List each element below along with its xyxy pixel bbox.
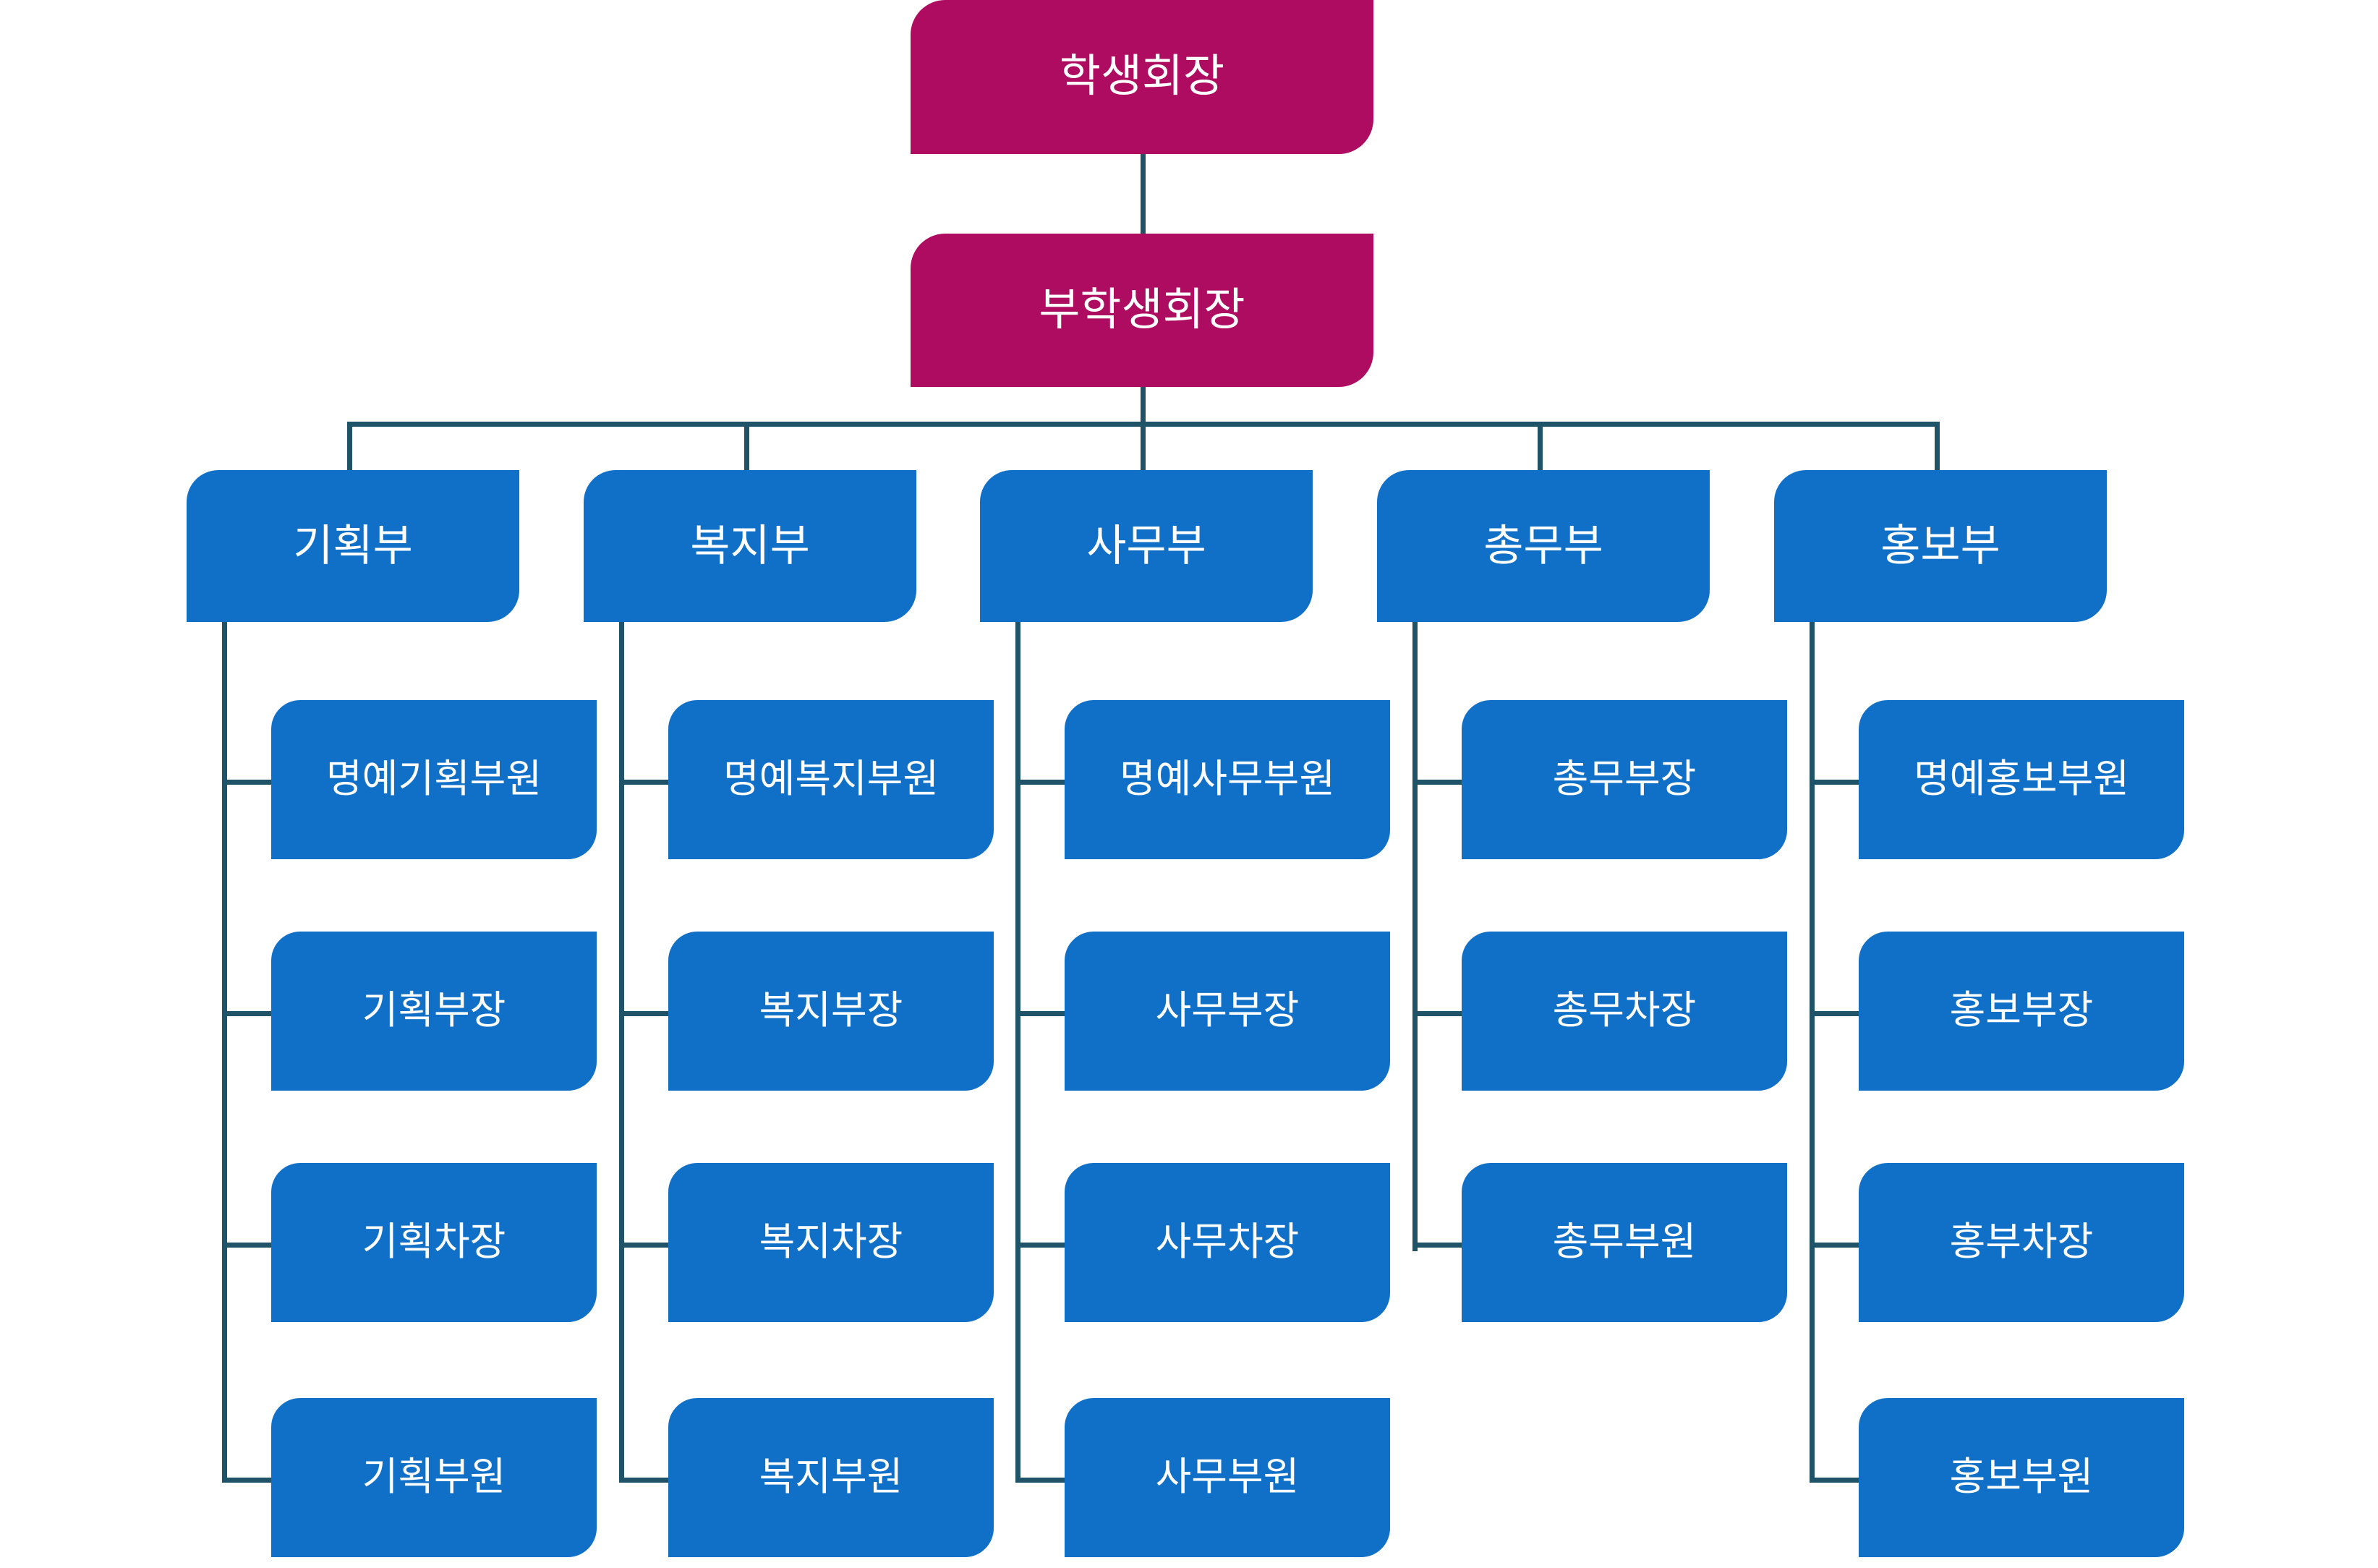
node-president[interactable]: 학생회장 (911, 0, 1373, 154)
node-department-사무부[interactable]: 사무부 (980, 470, 1313, 622)
connector-branch-1-3 (619, 1478, 668, 1483)
connector-branch-3-1 (1412, 1011, 1462, 1016)
connector-branch-2-3 (1015, 1478, 1065, 1483)
connector-branch-0-2 (222, 1243, 271, 1248)
node-role-사무부장[interactable]: 사무부장 (1065, 932, 1390, 1091)
node-role-홍보부원[interactable]: 홍보부원 (1859, 1398, 2184, 1557)
connector-bus-drop-2 (1141, 422, 1146, 470)
node-role-기획부장[interactable]: 기획부장 (271, 932, 597, 1091)
node-department-기획부[interactable]: 기획부 (187, 470, 519, 622)
connector-branch-3-0 (1412, 780, 1462, 785)
node-role-기획부원[interactable]: 기획부원 (271, 1398, 597, 1557)
connector-vice-stem (1141, 387, 1146, 425)
connector-bus-drop-0 (347, 422, 352, 470)
node-role-총무부원[interactable]: 총무부원 (1462, 1163, 1787, 1322)
connector-branch-0-3 (222, 1478, 271, 1483)
node-vice-president[interactable]: 부학생회장 (911, 234, 1373, 387)
connector-spine-0 (222, 622, 227, 1483)
node-role-총무부장[interactable]: 총무부장 (1462, 700, 1787, 859)
node-role-복지차장[interactable]: 복지차장 (668, 1163, 994, 1322)
node-role-명예사무부원[interactable]: 명예사무부원 (1065, 700, 1390, 859)
node-department-총무부[interactable]: 총무부 (1377, 470, 1710, 622)
connector-spine-4 (1810, 622, 1815, 1483)
node-role-명예홍보부원[interactable]: 명예홍보부원 (1859, 700, 2184, 859)
connector-branch-3-2 (1412, 1243, 1462, 1248)
connector-bus-drop-3 (1538, 422, 1543, 470)
node-role-복지부장[interactable]: 복지부장 (668, 932, 994, 1091)
connector-president-to-vice (1141, 154, 1146, 234)
connector-bus-drop-1 (744, 422, 749, 470)
connector-spine-2 (1015, 622, 1020, 1483)
connector-branch-1-2 (619, 1243, 668, 1248)
connector-branch-4-1 (1810, 1011, 1859, 1016)
node-role-명예기획부원[interactable]: 명예기획부원 (271, 700, 597, 859)
node-department-홍보부[interactable]: 홍보부 (1774, 470, 2107, 622)
connector-branch-0-0 (222, 780, 271, 785)
connector-branch-4-2 (1810, 1243, 1859, 1248)
connector-branch-2-2 (1015, 1243, 1065, 1248)
node-role-총무차장[interactable]: 총무차장 (1462, 932, 1787, 1091)
connector-branch-2-1 (1015, 1011, 1065, 1016)
connector-branch-4-0 (1810, 780, 1859, 785)
connector-branch-1-0 (619, 780, 668, 785)
connector-branch-0-1 (222, 1011, 271, 1016)
connector-spine-1 (619, 622, 624, 1483)
node-role-복지부원[interactable]: 복지부원 (668, 1398, 994, 1557)
connector-branch-1-1 (619, 1011, 668, 1016)
connector-branch-4-3 (1810, 1478, 1859, 1483)
node-role-명예복지부원[interactable]: 명예복지부원 (668, 700, 994, 859)
connector-branch-2-0 (1015, 780, 1065, 785)
connector-spine-3 (1412, 622, 1418, 1251)
node-role-기획차장[interactable]: 기획차장 (271, 1163, 597, 1322)
connector-bus-drop-4 (1935, 422, 1940, 470)
node-department-복지부[interactable]: 복지부 (584, 470, 916, 622)
node-role-사무차장[interactable]: 사무차장 (1065, 1163, 1390, 1322)
node-role-홍보부장[interactable]: 홍보부장 (1859, 932, 2184, 1091)
node-role-사무부원[interactable]: 사무부원 (1065, 1398, 1390, 1557)
node-role-홍부차장[interactable]: 홍부차장 (1859, 1163, 2184, 1322)
